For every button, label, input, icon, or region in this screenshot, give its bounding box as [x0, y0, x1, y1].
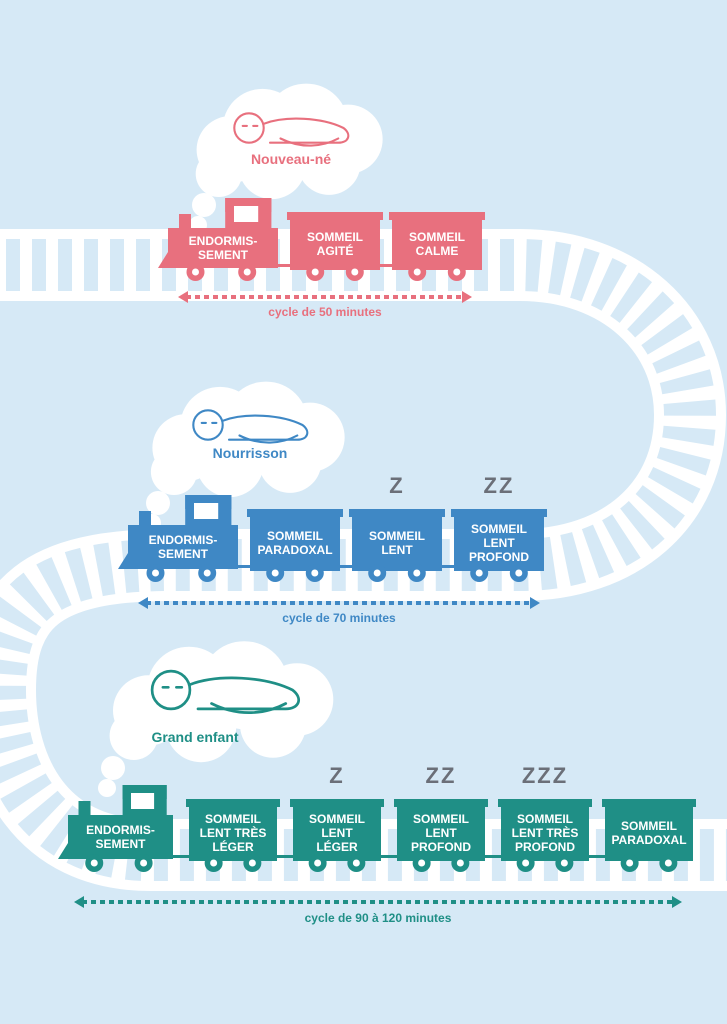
wheel-hub: [626, 859, 634, 867]
coupler: [340, 565, 352, 568]
wheel-hub: [413, 268, 421, 276]
sleep-zzz: Z: [329, 763, 344, 788]
locomotive-label: ENDORMIS-SEMENT: [189, 234, 258, 262]
sleeping-infant-icon: [192, 409, 309, 444]
age-label: Nouveau-né: [251, 151, 331, 167]
locomotive-label: ENDORMIS-SEMENT: [86, 823, 155, 851]
wheel-hub: [311, 268, 319, 276]
wheel-hub: [192, 268, 199, 276]
wheel-hub: [271, 569, 279, 577]
locomotive: ENDORMIS-SEMENT: [158, 198, 278, 281]
wheel-hub: [456, 859, 464, 867]
thought-cloud: [189, 83, 383, 234]
coupler: [238, 565, 250, 568]
wheel-hub: [90, 859, 98, 867]
cycle-duration: cycle de 90 à 120 minutes: [305, 911, 452, 925]
wheel-hub: [522, 859, 530, 867]
wheel-hub: [311, 569, 319, 577]
thought-cloud: [98, 641, 334, 797]
locomotive: ENDORMIS-SEMENT: [58, 785, 173, 872]
locomotive: ENDORMIS-SEMENT: [118, 495, 238, 582]
wheel-hub: [248, 859, 256, 867]
sleep-zzz: ZZ: [426, 763, 457, 788]
wheel-hub: [210, 859, 218, 867]
wheel-hub: [515, 569, 523, 577]
cycle-arrow: [138, 597, 540, 609]
wheel-hub: [418, 859, 426, 867]
cycle-duration: cycle de 50 minutes: [268, 305, 382, 319]
coupler: [485, 855, 501, 858]
age-label: Nourrisson: [213, 445, 288, 461]
coupler: [277, 855, 293, 858]
cycle-duration: cycle de 70 minutes: [282, 611, 396, 625]
wheel-hub: [373, 569, 381, 577]
sleeping-newborn-icon: [233, 112, 350, 147]
wheel-hub: [475, 569, 483, 577]
wheel-hub: [140, 859, 148, 867]
wheel-hub: [453, 268, 461, 276]
sleep-zzz: ZZ: [484, 473, 515, 498]
wheel-hub: [314, 859, 322, 867]
wheel-hub: [152, 569, 159, 577]
sleeping-child-icon: [150, 669, 301, 714]
wheel-hub: [351, 268, 359, 276]
coupler: [380, 264, 392, 267]
wheel-hub: [203, 569, 211, 577]
coupler: [173, 855, 189, 858]
coupler: [381, 855, 397, 858]
sleep-zzz: ZZZ: [522, 763, 568, 788]
cycle-arrow: [178, 291, 472, 303]
coupler: [278, 264, 290, 267]
sleep-zzz: Z: [389, 473, 404, 498]
coupler: [589, 855, 605, 858]
wheel-hub: [243, 268, 251, 276]
wheel-hub: [560, 859, 568, 867]
wheel-hub: [413, 569, 421, 577]
age-label: Grand enfant: [151, 729, 238, 745]
coupler: [442, 565, 454, 568]
wheel-hub: [352, 859, 360, 867]
locomotive-label: ENDORMIS-SEMENT: [149, 533, 218, 561]
cycle-arrow: [74, 896, 682, 908]
wheel-hub: [664, 859, 672, 867]
